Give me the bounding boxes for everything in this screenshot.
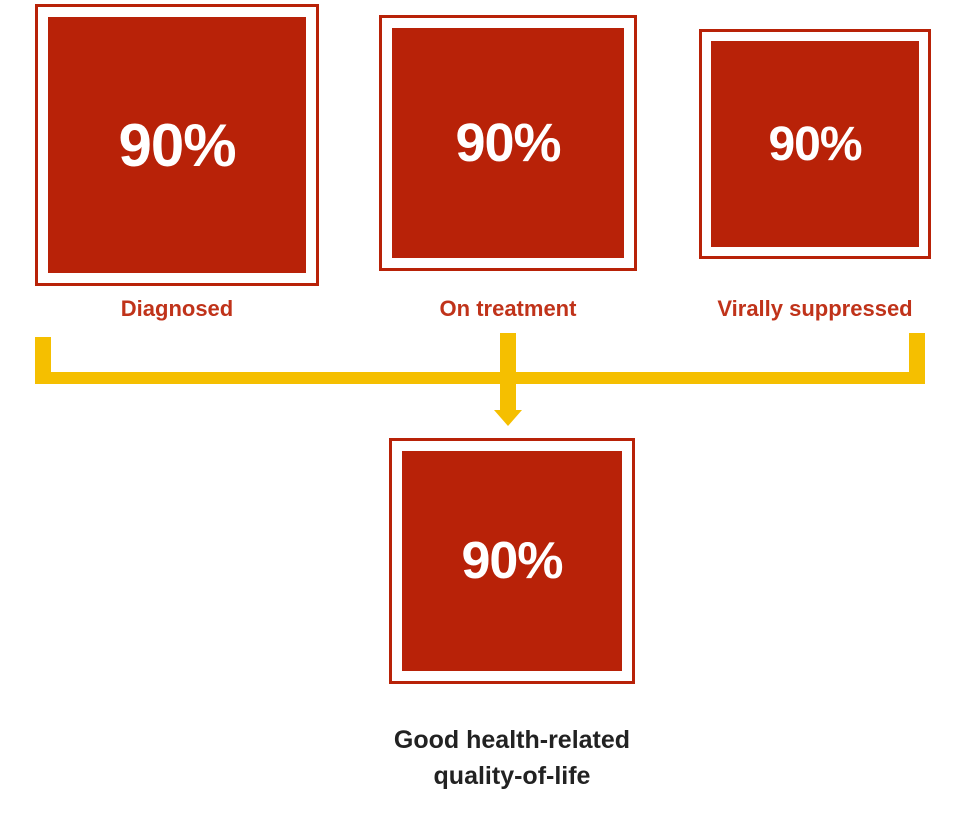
arrow-down-icon xyxy=(494,410,522,426)
stage-label-on-treatment: On treatment xyxy=(439,296,577,321)
bracket-horizontal-bar xyxy=(35,372,925,384)
bracket-center-stem xyxy=(500,333,516,411)
stage-box-diagnosed: 90% xyxy=(35,4,319,286)
stage-value-on-treatment: 90% xyxy=(455,113,561,173)
outcome-value: 90% xyxy=(461,532,563,590)
stage-box-diagnosed-fill: 90% xyxy=(48,17,306,273)
outcome-label-line1: Good health-related xyxy=(393,726,631,754)
stage-value-virally-suppressed: 90% xyxy=(768,117,862,171)
stage-label-virally-suppressed: Virally suppressed xyxy=(717,296,913,321)
stage-box-virally-suppressed-fill: 90% xyxy=(711,41,919,247)
outcome-label: Good health-related quality-of-life xyxy=(312,722,712,794)
bracket-right-tick xyxy=(909,333,925,384)
stage-box-on-treatment-fill: 90% xyxy=(392,28,624,258)
stage-box-on-treatment: 90% xyxy=(379,15,637,271)
outcome-box: 90% xyxy=(389,438,635,684)
outcome-box-fill: 90% xyxy=(402,451,622,671)
stage-value-diagnosed: 90% xyxy=(118,111,236,179)
outcome-label-line2: quality-of-life xyxy=(433,762,591,790)
stage-box-virally-suppressed: 90% xyxy=(699,29,931,259)
stage-label-diagnosed: Diagnosed xyxy=(120,296,234,321)
